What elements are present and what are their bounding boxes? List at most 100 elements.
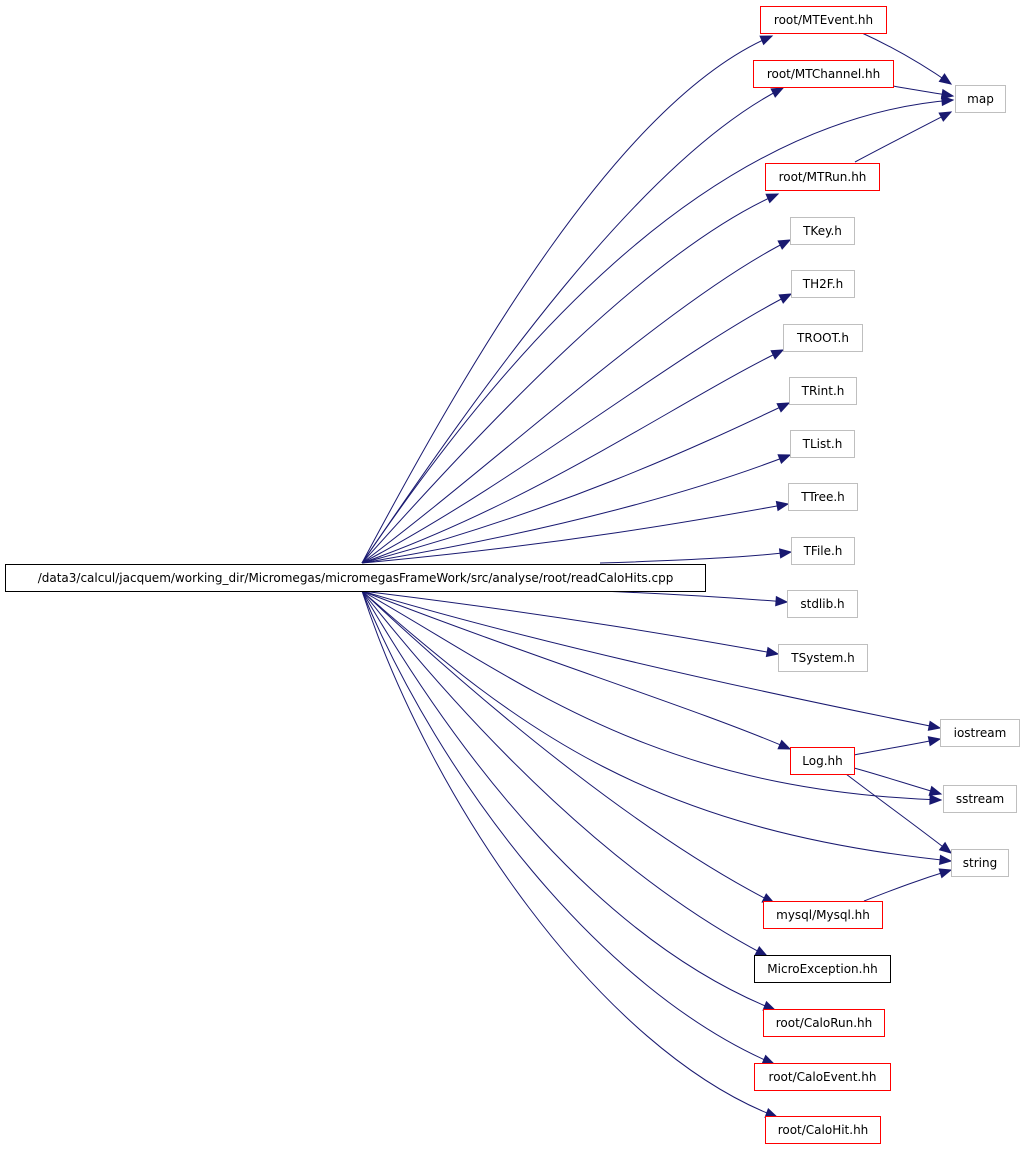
include-node-tlist[interactable]: TList.h: [790, 430, 855, 458]
edge-arrowhead: [941, 95, 955, 107]
edge-mysql-to-string: [863, 868, 953, 902]
edge-arrowhead: [770, 349, 785, 360]
node-label: root/MTChannel.hh: [767, 67, 880, 81]
node-box: [763, 1009, 885, 1037]
edge-arrowhead: [938, 841, 953, 854]
node-box: [791, 537, 855, 565]
node-label: string: [963, 856, 997, 870]
node-label: TSystem.h: [790, 651, 855, 665]
node-box: [754, 955, 891, 983]
include-node-iostream[interactable]: iostream: [940, 719, 1020, 747]
root-file-node[interactable]: /data3/calcul/jacquem/working_dir/Microm…: [5, 564, 706, 592]
include-node-calorun[interactable]: root/CaloRun.hh: [763, 1009, 885, 1037]
include-node-tkey[interactable]: TKey.h: [790, 217, 855, 245]
edge-arrowhead: [775, 500, 790, 512]
edge-arrowhead: [754, 946, 769, 957]
edge-root-to-tfile: [599, 548, 793, 564]
edge-layer: [361, 32, 955, 1118]
edge-line: [361, 590, 779, 655]
edge-line: [361, 590, 775, 1065]
node-label: TList.h: [802, 437, 843, 451]
edge-line: [599, 551, 792, 564]
edge-root-to-calorun: [361, 590, 777, 1011]
edge-root-to-tsystem: [361, 590, 780, 658]
node-box: [765, 1116, 881, 1144]
edge-arrowhead: [777, 454, 792, 465]
edge-arrowhead: [765, 646, 780, 658]
edge-arrowhead: [939, 854, 953, 866]
edge-line: [845, 773, 952, 854]
node-label: MicroException.hh: [767, 962, 877, 976]
include-node-mtrun[interactable]: root/MTRun.hh: [765, 163, 880, 191]
edge-root-to-mtevent: [361, 35, 774, 564]
node-label: root/MTRun.hh: [779, 170, 867, 184]
node-layer: /data3/calcul/jacquem/working_dir/Microm…: [5, 6, 1020, 1144]
edge-arrowhead: [938, 73, 953, 85]
node-box: [763, 901, 883, 929]
node-box: [787, 590, 858, 618]
include-node-ttree[interactable]: TTree.h: [788, 483, 858, 511]
edge-line: [361, 590, 768, 957]
include-node-sstream[interactable]: sstream: [943, 785, 1017, 813]
node-label: mysql/Mysql.hh: [776, 908, 870, 922]
edge-root-to-calohit: [361, 590, 779, 1118]
include-node-calohit[interactable]: root/CaloHit.hh: [765, 1116, 881, 1144]
include-node-microexception[interactable]: MicroException.hh: [754, 955, 891, 983]
edge-root-to-tlist: [361, 454, 792, 564]
edge-line: [854, 111, 952, 163]
node-label: TFile.h: [803, 544, 843, 558]
edge-arrowhead: [929, 794, 943, 805]
edge-arrowhead: [938, 111, 953, 122]
node-box: [783, 324, 863, 352]
edge-root-to-mtchannel: [361, 87, 785, 564]
node-box: [778, 644, 868, 672]
edge-line: [853, 738, 941, 756]
include-node-map[interactable]: map: [955, 85, 1006, 113]
edge-mtchannel-to-map: [892, 85, 955, 100]
edge-line: [863, 869, 952, 902]
edge-arrowhead: [759, 35, 774, 46]
edge-line: [599, 590, 788, 603]
edge-root-to-log: [361, 590, 792, 750]
node-label: root/CaloHit.hh: [778, 1123, 869, 1137]
edge-line: [361, 99, 954, 564]
include-node-caloevent[interactable]: root/CaloEvent.hh: [754, 1063, 891, 1091]
include-node-troot[interactable]: TROOT.h: [783, 324, 863, 352]
node-box: [5, 564, 706, 592]
include-node-stdlib[interactable]: stdlib.h: [787, 590, 858, 618]
edge-root-to-mtrun: [361, 193, 780, 564]
node-box: [789, 377, 857, 405]
node-box: [765, 163, 880, 191]
node-label: TH2F.h: [802, 277, 843, 291]
include-node-mysql[interactable]: mysql/Mysql.hh: [763, 901, 883, 929]
edge-line: [361, 590, 791, 750]
edge-log-to-iostream: [853, 736, 942, 756]
edge-line: [361, 87, 784, 564]
node-box: [791, 270, 855, 298]
edge-arrowhead: [927, 736, 942, 747]
node-label: TKey.h: [802, 224, 842, 238]
edge-arrowhead: [777, 239, 792, 250]
node-box: [788, 483, 858, 511]
edge-arrowhead: [775, 595, 789, 607]
edge-root-to-string: [361, 590, 953, 866]
edge-line: [361, 35, 773, 564]
include-node-tsystem[interactable]: TSystem.h: [778, 644, 868, 672]
include-node-mtevent[interactable]: root/MTEvent.hh: [760, 6, 887, 34]
include-node-trint[interactable]: TRint.h: [789, 377, 857, 405]
edge-mtrun-to-map: [854, 111, 953, 163]
edge-root-to-stdlib: [599, 590, 789, 607]
edge-log-to-sstream: [853, 767, 943, 796]
edge-line: [361, 454, 791, 564]
node-box: [955, 85, 1006, 113]
include-node-string[interactable]: string: [951, 849, 1009, 877]
edge-line: [361, 590, 942, 801]
edge-line: [361, 590, 952, 862]
node-box: [951, 849, 1009, 877]
include-node-tfile[interactable]: TFile.h: [791, 537, 855, 565]
node-label: stdlib.h: [800, 597, 844, 611]
include-node-th2f[interactable]: TH2F.h: [791, 270, 855, 298]
include-node-mtchannel[interactable]: root/MTChannel.hh: [753, 60, 894, 88]
include-node-log[interactable]: Log.hh: [790, 747, 855, 775]
